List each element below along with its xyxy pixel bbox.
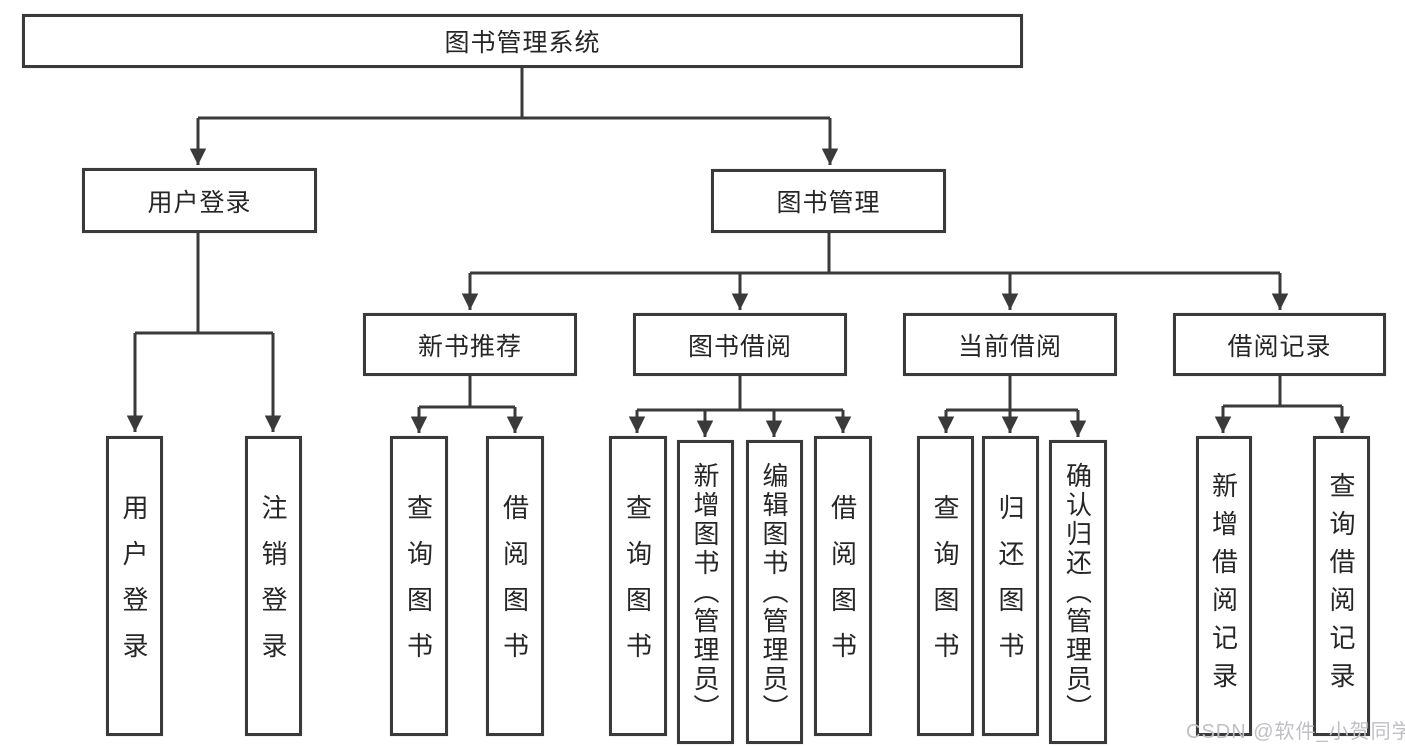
node-book-management-branch: 图书管理 (711, 169, 946, 233)
leaf-query-books-recommend: 查询图书 (390, 436, 448, 736)
leaf-add-books-admin: 新增图书（管理员） (677, 440, 734, 744)
csdn-watermark: CSDN @软件_小贺同学 (1186, 721, 1405, 743)
node-borrowing-records: 借阅记录 (1173, 313, 1386, 376)
leaf-query-books-current: 查询图书 (917, 436, 974, 736)
leaf-borrow-books-recommend: 借阅图书 (486, 436, 544, 736)
leaf-return-books: 归还图书 (982, 436, 1039, 736)
node-root-library-system: 图书管理系统 (22, 14, 1023, 68)
leaf-borrow-books: 借阅图书 (814, 436, 872, 736)
node-current-borrowing: 当前借阅 (903, 313, 1117, 376)
leaf-logout: 注销登录 (245, 436, 302, 736)
leaf-query-books-borrowing: 查询图书 (609, 436, 667, 736)
node-user-login-branch: 用户登录 (82, 168, 317, 233)
leaf-confirm-return-admin: 确认归还（管理员） (1049, 440, 1107, 744)
leaf-query-borrow-record: 查询借阅记录 (1313, 436, 1370, 736)
leaf-add-borrow-record: 新增借阅记录 (1196, 436, 1252, 736)
node-book-borrowing: 图书借阅 (633, 313, 847, 376)
node-new-book-recommend: 新书推荐 (363, 313, 577, 376)
leaf-user-login: 用户登录 (106, 436, 163, 736)
leaf-edit-books-admin: 编辑图书（管理员） (746, 440, 803, 744)
